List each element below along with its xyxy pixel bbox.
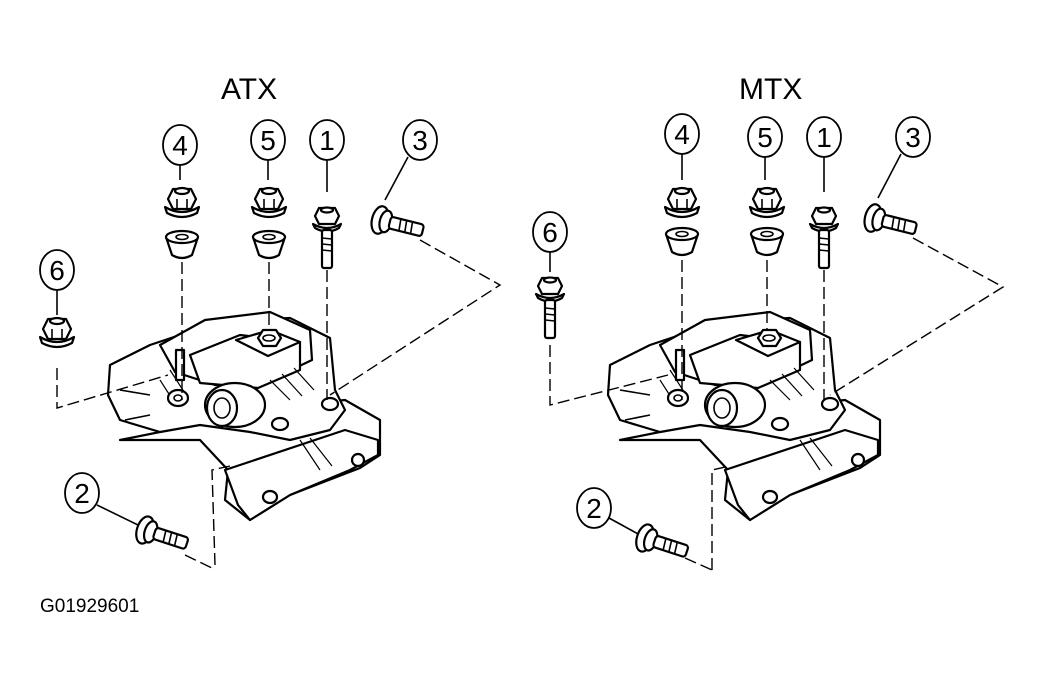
svg-text:1: 1 bbox=[816, 122, 832, 153]
svg-text:3: 3 bbox=[905, 122, 921, 153]
mtx-nut-4 bbox=[663, 186, 701, 219]
mtx-centerline-3 bbox=[829, 237, 1005, 396]
atx-mount-bracket bbox=[106, 310, 382, 522]
mtx-title: MTX bbox=[739, 73, 802, 106]
svg-text:5: 5 bbox=[757, 122, 773, 153]
mtx-callout-6: 6 bbox=[532, 211, 568, 272]
mtx-bolt-2 bbox=[631, 521, 693, 567]
atx-callout-5: 5 bbox=[250, 119, 286, 180]
mtx-callout-1: 1 bbox=[806, 116, 842, 192]
mtx-callout-2: 2 bbox=[576, 487, 641, 536]
atx-callout-3: 3 bbox=[384, 119, 438, 201]
atx-callout-1: 1 bbox=[309, 119, 345, 192]
svg-text:4: 4 bbox=[172, 130, 188, 161]
svg-text:5: 5 bbox=[260, 125, 276, 156]
mtx-bushing-4 bbox=[664, 226, 700, 257]
mtx-mount-bracket bbox=[606, 310, 882, 522]
atx-callout-4: 4 bbox=[162, 124, 198, 180]
figure-code: G01929601 bbox=[40, 596, 139, 617]
svg-text:4: 4 bbox=[674, 119, 690, 150]
atx-nut-5 bbox=[250, 186, 288, 219]
svg-text:6: 6 bbox=[49, 255, 65, 286]
mtx-callout-3: 3 bbox=[877, 116, 931, 199]
atx-bushing-4 bbox=[164, 229, 200, 260]
atx-centerline-6 bbox=[56, 368, 169, 409]
atx-nut-6 bbox=[38, 316, 76, 349]
svg-text:6: 6 bbox=[542, 217, 558, 248]
atx-bolt-2 bbox=[131, 513, 193, 559]
atx-bolt-3 bbox=[367, 203, 428, 246]
mtx-bolt-6 bbox=[534, 276, 566, 340]
mtx-bolt-1 bbox=[808, 206, 840, 270]
atx-centerline-3 bbox=[329, 239, 502, 396]
atx-callout-6: 6 bbox=[39, 249, 75, 315]
mtx-centerline-6 bbox=[549, 345, 669, 406]
atx-assembly: ATX 1 2 3 4 5 6 bbox=[38, 73, 502, 569]
mtx-bolt-3 bbox=[860, 201, 921, 244]
mtx-callout-4: 4 bbox=[664, 113, 700, 180]
mtx-assembly: MTX 1 2 3 4 5 6 bbox=[532, 73, 1005, 571]
svg-text:1: 1 bbox=[319, 125, 335, 156]
mtx-centerline-2 bbox=[711, 465, 731, 570]
atx-bolt-1 bbox=[311, 206, 343, 270]
svg-text:3: 3 bbox=[412, 125, 428, 156]
mtx-callout-5: 5 bbox=[747, 116, 783, 180]
atx-centerline-2 bbox=[211, 465, 231, 566]
mtx-bushing-5 bbox=[749, 226, 785, 257]
atx-nut-4 bbox=[163, 186, 201, 219]
atx-bushing-5 bbox=[251, 229, 287, 260]
atx-callout-2: 2 bbox=[64, 472, 139, 526]
atx-title: ATX bbox=[221, 73, 277, 106]
svg-text:2: 2 bbox=[74, 478, 90, 509]
mtx-nut-5 bbox=[748, 186, 786, 219]
svg-text:2: 2 bbox=[586, 493, 602, 524]
